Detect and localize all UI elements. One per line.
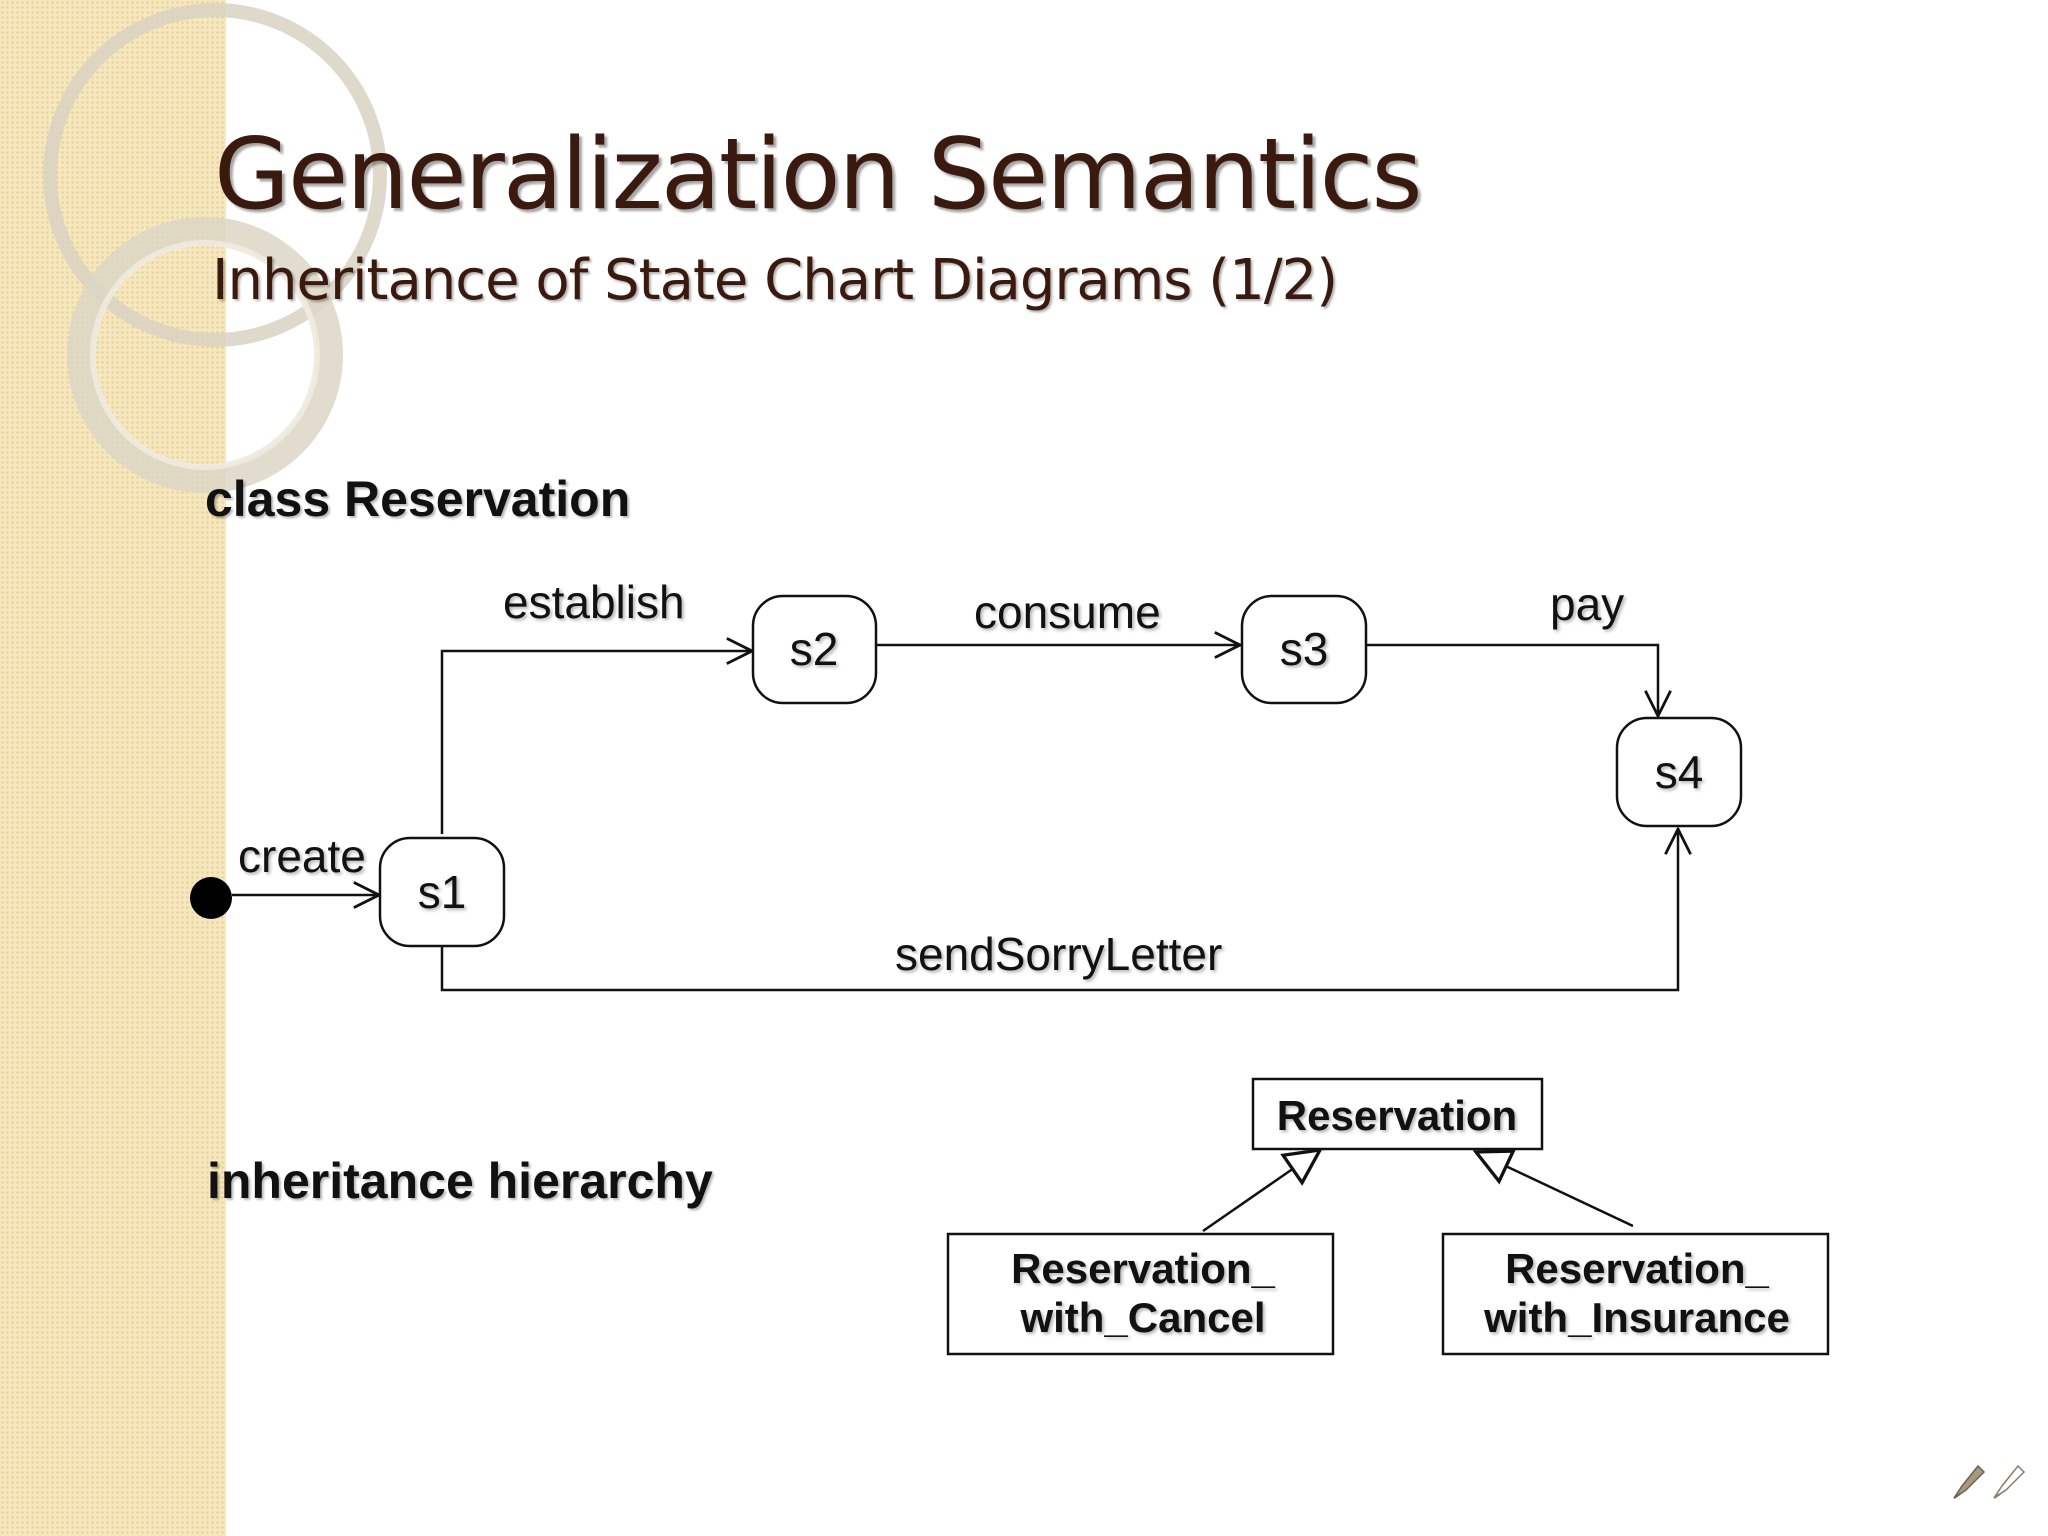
pen-nib-icon: [1953, 1464, 1986, 1499]
class-insurance-label-line1: Reservation_: [1505, 1245, 1769, 1292]
state-s3: s3: [1240, 594, 1368, 705]
generalization-arrow-cancel: [1202, 1150, 1320, 1233]
transition-establish-arrow: [440, 651, 752, 834]
class-reservation-with-cancel-box: Reservation_ with_Cancel: [946, 1232, 1335, 1356]
class-cancel-label-line2: with_Cancel: [1019, 1294, 1265, 1341]
transition-create-label: create: [238, 830, 366, 882]
transition-pay-label: pay: [1550, 578, 1624, 630]
initial-state-dot: [190, 877, 232, 919]
state-s1: s1: [378, 836, 506, 948]
state-s1-label: s1: [418, 866, 467, 918]
pen-icons-group: [1953, 1464, 2026, 1499]
transition-sorry-letter-label: sendSorryLetter: [895, 928, 1222, 980]
slide-title: Generalization Semantics: [214, 118, 1423, 232]
transition-pay-arrow: [1366, 643, 1658, 716]
class-insurance-label-line2: with_Insurance: [1483, 1294, 1790, 1341]
generalization-arrow-insurance: [1476, 1152, 1634, 1228]
class-reservation-box: Reservation: [1251, 1077, 1544, 1151]
transition-sorry-letter-arrow: [440, 829, 1678, 992]
state-s4-label: s4: [1655, 746, 1704, 798]
class-reservation-with-insurance-box: Reservation_ with_Insurance: [1441, 1232, 1830, 1356]
slide-subtitle: Inheritance of State Chart Diagrams (1/2…: [212, 248, 1338, 313]
section-label-class-reservation: class Reservation: [205, 471, 631, 527]
transition-establish-label: establish: [503, 576, 685, 628]
class-reservation-label: Reservation: [1277, 1092, 1517, 1139]
pen-nib-outline-icon: [1993, 1464, 2026, 1499]
state-s4: s4: [1615, 716, 1743, 828]
section-label-inheritance-hierarchy: inheritance hierarchy: [207, 1153, 713, 1209]
state-s2-label: s2: [790, 623, 839, 675]
transition-consume-label: consume: [974, 586, 1161, 638]
class-cancel-label-line1: Reservation_: [1011, 1245, 1275, 1292]
state-s3-label: s3: [1280, 623, 1329, 675]
state-s2: s2: [751, 594, 878, 705]
